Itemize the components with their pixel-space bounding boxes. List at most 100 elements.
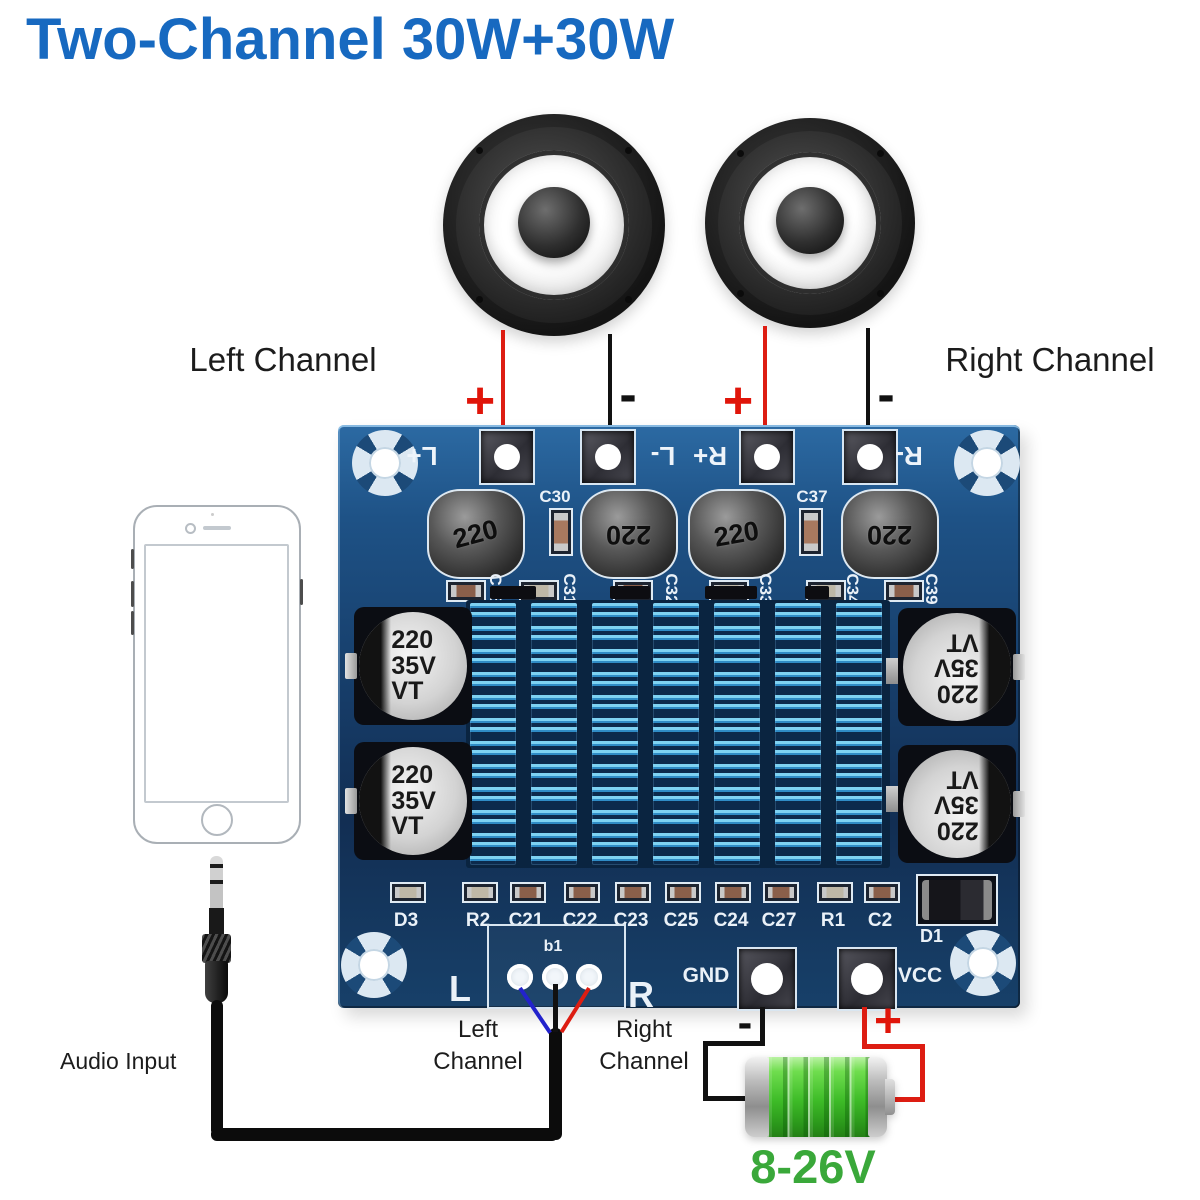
solder-pad	[886, 658, 900, 684]
diode-body	[922, 880, 992, 920]
battery	[745, 1057, 895, 1137]
electrolytic-cap: 220 35V VT	[345, 742, 472, 860]
power-plus: +	[873, 995, 903, 1048]
terminal-label-l-plus: L+	[406, 441, 438, 472]
audio-header-hole-left	[507, 964, 533, 990]
cap-lead	[345, 653, 357, 679]
cap-marking: 220 35V VT	[391, 762, 436, 840]
label-line: Channel	[599, 1048, 689, 1075]
inductor: 220	[841, 489, 939, 579]
left-speaker-positive-wire	[501, 330, 505, 458]
gnd-wire	[760, 1007, 765, 1045]
left-channel-label: Left Channel	[189, 341, 377, 378]
solder-pad	[886, 786, 900, 812]
cap-top-face: 220 35V VT	[359, 747, 467, 855]
mounting-hole-bore	[369, 447, 401, 479]
cap-lead	[1013, 791, 1025, 817]
jack-neck	[209, 908, 224, 936]
terminal-pad-l-minus	[580, 429, 636, 485]
smd-body	[569, 887, 595, 898]
cap-lead	[1013, 654, 1025, 680]
electrolytic-cap: 220 35V VT	[898, 745, 1025, 863]
gnd-wire	[703, 1096, 749, 1101]
mounting-hole-bore	[358, 949, 390, 981]
smd-body	[467, 887, 493, 898]
smd-body	[620, 887, 646, 898]
electrolytic-cap: 220 35V VT	[345, 607, 472, 725]
battery-voltage-label: 8-26V	[750, 1139, 876, 1193]
smd-body	[869, 887, 895, 898]
cap-voltage: 35V	[391, 786, 436, 815]
gnd-wire	[703, 1041, 708, 1101]
smd-label-c24: C24	[713, 910, 749, 931]
left-speaker-negative-wire	[608, 334, 612, 458]
smd-component	[510, 882, 546, 903]
battery-terminal-nub	[885, 1078, 895, 1116]
audio-cable-vertical	[211, 1000, 223, 1136]
right-speaker-negative-wire	[866, 328, 870, 458]
cap-value: 220	[936, 679, 979, 708]
phone-camera-dot	[185, 523, 196, 534]
phone	[131, 505, 303, 844]
gnd-pad	[737, 947, 797, 1011]
terminal-label-r-plus: R+	[693, 441, 727, 472]
label-line: Left	[457, 1015, 499, 1043]
cap-lead	[345, 788, 357, 814]
screw-dot	[476, 147, 484, 155]
label-line: Channel	[433, 1048, 523, 1075]
audio-ground-wire	[553, 984, 558, 1032]
heatsink-column	[531, 603, 577, 865]
speaker-dust-cap	[518, 187, 590, 259]
terminal-hole	[857, 444, 883, 470]
right-channel-label: Right Channel	[945, 341, 1155, 378]
smd-body	[451, 585, 481, 597]
smd-label-c27: C27	[761, 910, 797, 931]
smd-component	[462, 882, 498, 903]
phone-screen	[144, 544, 289, 803]
mounting-hole	[341, 932, 407, 998]
polarity-minus: -	[877, 366, 895, 424]
heatsink-column	[592, 603, 638, 865]
polarity-plus: +	[722, 372, 754, 430]
speaker-dust-cap	[776, 187, 844, 255]
mounting-hole	[954, 430, 1020, 496]
smd-component	[390, 882, 426, 903]
heatsink-column	[775, 603, 821, 865]
phone-speaker-slot	[203, 526, 231, 530]
screw-dot	[476, 295, 484, 303]
smd-body	[670, 887, 696, 898]
heatsink-column	[653, 603, 699, 865]
battery-cap-left	[745, 1057, 769, 1137]
cap-series: VT	[391, 811, 424, 840]
cap-series: VT	[946, 765, 979, 794]
mounting-hole-bore	[967, 947, 999, 979]
mounting-hole-bore	[971, 447, 1003, 479]
vcc-wire	[920, 1044, 925, 1102]
phone-home-button	[201, 804, 233, 836]
vcc-label: VCC	[897, 964, 943, 987]
speaker-left	[443, 114, 665, 336]
bottom-left-channel-label: Left Channel	[408, 1014, 548, 1078]
smd-component	[446, 580, 486, 602]
cap-c30-label: C30	[539, 487, 571, 506]
terminal-hole	[494, 444, 520, 470]
inductor-value: 220	[606, 519, 652, 550]
terminal-label-r-minus: R-	[895, 441, 923, 472]
terminal-pad-r-minus	[842, 429, 898, 485]
vcc-wire	[862, 1044, 925, 1049]
jack-tip	[210, 856, 223, 910]
speaker-right	[705, 118, 915, 328]
smd-label-c39: C39	[922, 573, 941, 605]
mounting-hole	[950, 930, 1016, 996]
amp-chip-edge	[610, 586, 650, 599]
phone-volume-up-button	[131, 581, 134, 607]
power-minus: -	[737, 998, 753, 1047]
inductor: 220	[427, 489, 525, 579]
smd-label-c2: C2	[867, 910, 893, 931]
smd-body	[720, 887, 746, 898]
cap-c37-label: C37	[796, 487, 828, 506]
vcc-pad	[837, 947, 897, 1011]
right-speaker-positive-wire	[763, 326, 767, 458]
cap-value: 220	[391, 625, 434, 654]
diode-d1	[916, 874, 998, 926]
